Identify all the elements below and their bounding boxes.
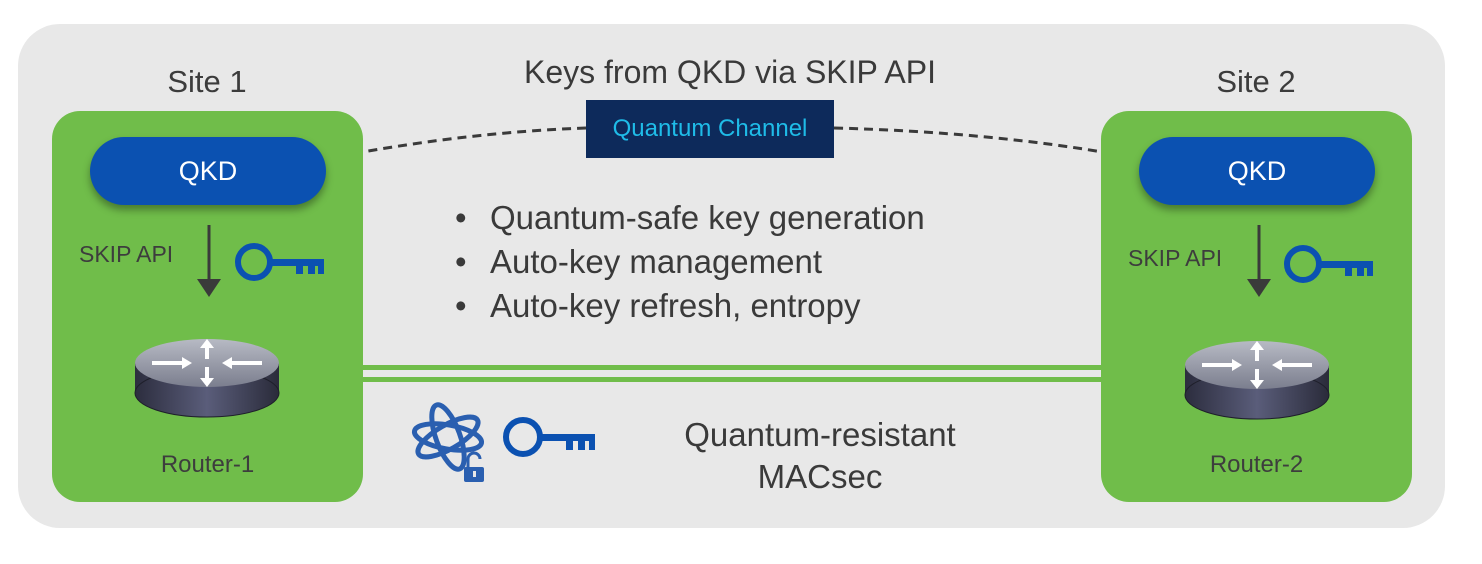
site-1-box: QKD SKIP API xyxy=(52,111,363,502)
key-icon xyxy=(1284,245,1373,283)
key-icon xyxy=(503,417,595,457)
atom-lock-icon xyxy=(411,402,485,482)
macsec-link-line-top xyxy=(362,365,1101,370)
macsec-link-label: Quantum-resistant MACsec xyxy=(684,416,956,495)
site-1-qkd-device: QKD xyxy=(90,137,326,205)
site-2-qkd-device: QKD xyxy=(1139,137,1375,205)
key-icon xyxy=(235,243,324,281)
feature-list: •Quantum-safe key generation •Auto-key m… xyxy=(455,196,925,328)
site-1-skip-api-label: SKIP API xyxy=(79,241,174,267)
site-1-title: Site 1 xyxy=(167,64,247,99)
feature-item: •Quantum-safe key generation xyxy=(455,199,925,236)
site-2-box: QKD SKIP API xyxy=(1101,111,1412,502)
site-2-router-label: Router-2 xyxy=(1209,451,1304,478)
diagram-title: Keys from QKD via SKIP API xyxy=(524,54,936,90)
macsec-link-line-bottom xyxy=(362,377,1101,382)
quantum-channel-label: Quantum Channel xyxy=(586,100,834,158)
site-2-title: Site 2 xyxy=(1216,64,1296,99)
router-icon xyxy=(1184,341,1330,420)
site-1-router-label: Router-1 xyxy=(160,451,255,478)
router-icon xyxy=(134,339,280,418)
site-2-skip-api-label: SKIP API xyxy=(1128,245,1223,271)
arrow-down-icon xyxy=(197,225,221,297)
feature-item: •Auto-key management xyxy=(455,243,823,280)
feature-item: •Auto-key refresh, entropy xyxy=(455,287,861,324)
arrow-down-icon xyxy=(1247,225,1271,297)
